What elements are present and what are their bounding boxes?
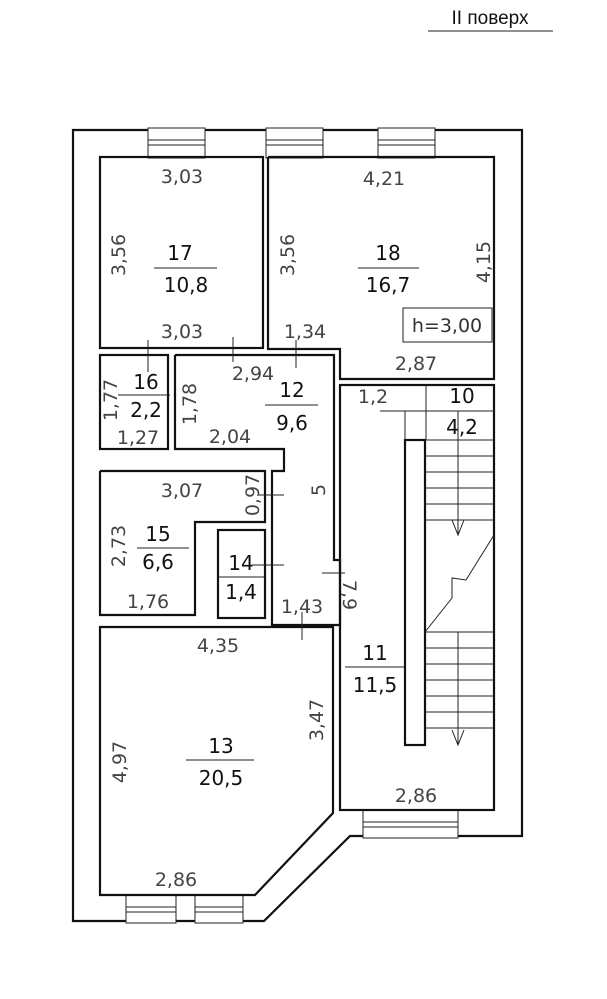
dim-corridor-number: 5 [308, 484, 330, 496]
dim-corridor-width: 0,97 [242, 474, 264, 516]
room-15-area: 6,6 [142, 550, 174, 574]
ceiling-height: h=3,00 [412, 315, 482, 337]
room-13-area: 20,5 [199, 766, 244, 790]
room-17-area: 10,8 [164, 273, 209, 297]
room-18 [266, 155, 496, 381]
dim-r12-left: 1,78 [179, 383, 201, 425]
room-16-number: 16 [133, 370, 158, 394]
room-10-number: 10 [449, 384, 474, 408]
room-17 [98, 155, 265, 350]
room-16 [98, 353, 170, 451]
dim-r18-bottom: 2,87 [395, 353, 437, 375]
window [265, 127, 324, 159]
room-12-number: 12 [279, 378, 304, 402]
room-15-number: 15 [145, 522, 170, 546]
room-11-area: 11,5 [353, 673, 398, 697]
dim-corridor-bottom: 1,43 [281, 596, 323, 618]
dim-r12-top: 2,94 [232, 363, 274, 385]
room-11-number: 11 [362, 641, 387, 665]
room-12-area: 9,6 [276, 411, 308, 435]
dimensions: 3,03 3,56 3,03 4,21 3,56 4,15 1,34 2,87 … [100, 166, 495, 891]
ceiling-height-box [402, 307, 493, 343]
dim-r13-left: 4,97 [109, 741, 131, 783]
window [194, 894, 244, 924]
dim-r18-top: 4,21 [363, 168, 405, 190]
dim-r13-right: 3,47 [306, 699, 328, 741]
room-17-number: 17 [167, 241, 192, 265]
dim-r16-bottom: 1,27 [117, 427, 159, 449]
dim-r18-door: 1,34 [284, 321, 326, 343]
dim-r13-top: 4,35 [197, 635, 239, 657]
room-12 [173, 353, 342, 627]
dim-r17-top: 3,03 [161, 166, 203, 188]
window [377, 127, 436, 159]
stair-break-line [424, 534, 495, 633]
dim-r17-left: 3,56 [108, 234, 130, 276]
stairwell [338, 383, 496, 812]
dim-r16-left: 1,77 [100, 379, 122, 421]
dimension-ticks [147, 337, 345, 640]
room-18-number: 18 [375, 241, 400, 265]
dim-r18-left: 3,56 [277, 234, 299, 276]
dim-corridor-length: 7,9 [338, 580, 360, 610]
room-labels: 17 10,8 18 16,7 16 2,2 12 9,6 10 4,2 15 … [118, 241, 478, 790]
room-14-area: 1,4 [225, 580, 257, 604]
dim-r17-bottom: 3,03 [161, 321, 203, 343]
dim-r12-bottom: 2,04 [209, 426, 251, 448]
window [125, 894, 177, 924]
floor-title: II поверх [452, 8, 529, 29]
room-18-area: 16,7 [366, 273, 411, 297]
outer-wall [71, 128, 524, 923]
room-16-area: 2,2 [130, 398, 162, 422]
dim-r11-bottom: 2,86 [395, 785, 437, 807]
dim-r10-left: 1,2 [358, 386, 388, 408]
room-14 [216, 528, 267, 620]
room-13-number: 13 [208, 734, 233, 758]
room-15 [98, 469, 267, 617]
stair-steps [380, 386, 495, 747]
dim-r15-left: 2,73 [108, 525, 130, 567]
dim-r13-bottom: 2,86 [155, 869, 197, 891]
room-13 [98, 625, 335, 897]
dim-r15-bottom: 1,76 [127, 591, 169, 613]
dim-r15-top: 3,07 [161, 480, 203, 502]
window [362, 809, 459, 839]
window [147, 127, 206, 159]
stair-wall [403, 438, 427, 747]
room-10-area: 4,2 [446, 415, 478, 439]
dim-r18-right: 4,15 [473, 241, 495, 283]
room-14-number: 14 [228, 551, 253, 575]
